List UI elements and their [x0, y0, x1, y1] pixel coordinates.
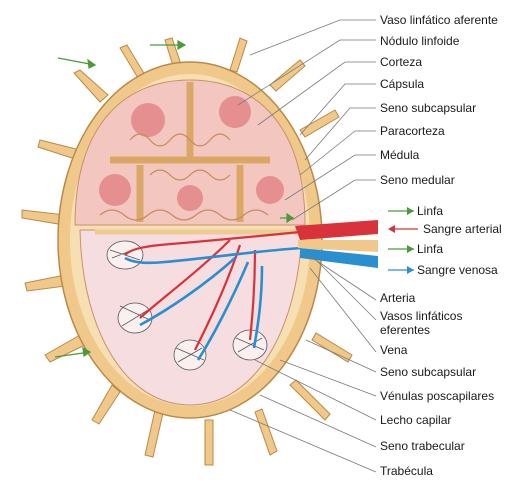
flow-legend: Linfa Sangre arterial Linfa Sangre venos…	[388, 204, 502, 277]
flow-lymph-out-1: Linfa	[388, 204, 443, 218]
label-subcapsular-sinus-2: Seno subcapsular	[380, 365, 476, 379]
label-afferent-vessel: Vaso linfático aferente	[380, 13, 498, 27]
label-subcapsular-sinus: Seno subcapsular	[380, 101, 476, 115]
label-lymphoid-nodule: Nódulo linfoide	[380, 34, 460, 48]
flow-arterial-in: Sangre arterial	[388, 222, 502, 236]
flow-label-lymph-2: Linfa	[417, 242, 443, 256]
label-cortex: Corteza	[380, 55, 422, 69]
label-trabecular-sinus: Seno trabecular	[380, 439, 465, 453]
label-postcapillary-venules: Vénulas poscapilares	[380, 389, 494, 403]
flow-label-lymph-1: Linfa	[417, 204, 443, 218]
lymph-node-illustration	[22, 38, 378, 465]
flow-lymph-out-2: Linfa	[388, 242, 443, 256]
label-medulla: Médula	[380, 148, 420, 162]
label-paracortex: Paracorteza	[380, 124, 445, 138]
flow-label-arterial: Sangre arterial	[423, 222, 502, 236]
flow-label-venous: Sangre venosa	[417, 263, 498, 277]
label-capsule: Cápsula	[380, 77, 424, 91]
label-artery: Arteria	[380, 291, 416, 305]
flow-venous-out: Sangre venosa	[388, 263, 498, 277]
label-capillary-bed: Lecho capilar	[380, 413, 451, 427]
structure-labels: Vaso linfático aferente Nódulo linfoide …	[380, 13, 498, 187]
label-medullary-sinus: Seno medular	[380, 173, 455, 187]
label-vein: Vena	[380, 343, 408, 357]
label-trabecula: Trabécula	[380, 464, 433, 478]
